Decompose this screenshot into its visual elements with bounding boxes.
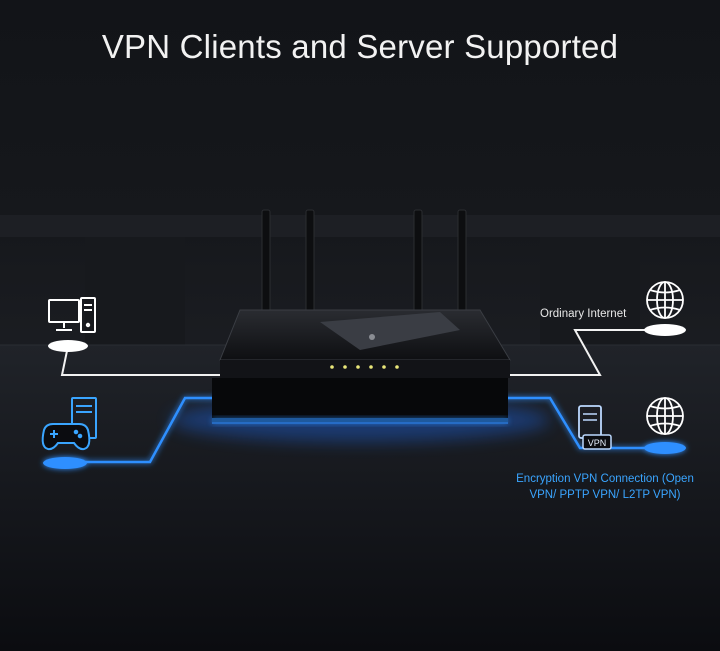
internet-platform — [644, 324, 686, 336]
background-shelves — [0, 215, 720, 651]
blue-connection-lines — [65, 396, 665, 464]
gaming-platform — [43, 457, 87, 469]
vpn-server-icon: VPN — [578, 405, 612, 450]
game-controller-icon — [41, 397, 97, 451]
vpn-internet-platform — [644, 442, 686, 454]
encryption-vpn-label-line1: Encryption VPN Connection (Open — [516, 473, 694, 485]
encryption-vpn-label: Encryption VPN Connection (Open VPN/ PPT… — [500, 471, 710, 503]
globe-icon — [646, 281, 684, 319]
white-connection-lines — [60, 329, 655, 376]
desktop-computer-icon — [48, 297, 96, 333]
page-title: VPN Clients and Server Supported — [101, 28, 619, 65]
wifi-router — [212, 209, 511, 424]
globe-icon — [646, 397, 684, 435]
status-leds — [330, 365, 399, 369]
encryption-vpn-label-line2: VPN/ PPTP VPN/ L2TP VPN) — [529, 489, 681, 501]
ordinary-internet-label: Ordinary Internet — [540, 308, 627, 320]
computer-platform — [48, 340, 88, 352]
vpn-badge: VPN — [588, 438, 607, 448]
